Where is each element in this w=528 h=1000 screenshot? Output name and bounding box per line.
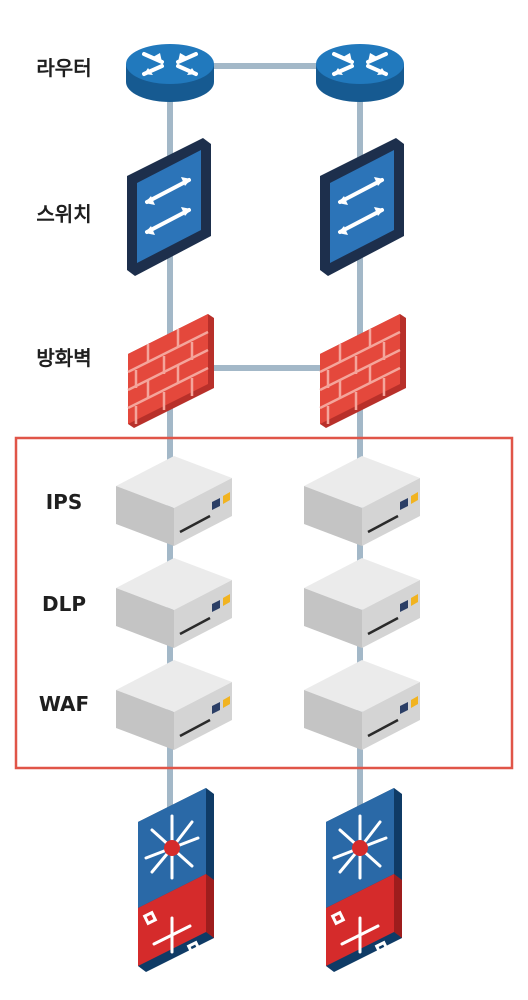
core-switch-icon-left [136,786,216,974]
waf-server-icon-right [302,658,422,752]
label-router: 라우터 [36,56,92,80]
dlp-server-icon-left [114,556,234,650]
waf-server-icon-left [114,658,234,752]
switch-icon-right [318,136,406,278]
security-appliance-group-box [14,436,514,770]
core-switch-icon-right [324,786,404,974]
ips-server-icon-right [302,454,422,548]
router-icon-right [314,42,406,104]
ips-server-icon-left [114,454,234,548]
label-ips: IPS [45,490,83,514]
label-waf: WAF [38,692,90,716]
switch-icon-left [125,136,213,278]
dlp-server-icon-right [302,556,422,650]
label-switch: 스위치 [36,202,92,226]
label-firewall: 방화벽 [36,346,92,370]
router-icon-left [124,42,216,104]
label-dlp: DLP [41,592,86,616]
